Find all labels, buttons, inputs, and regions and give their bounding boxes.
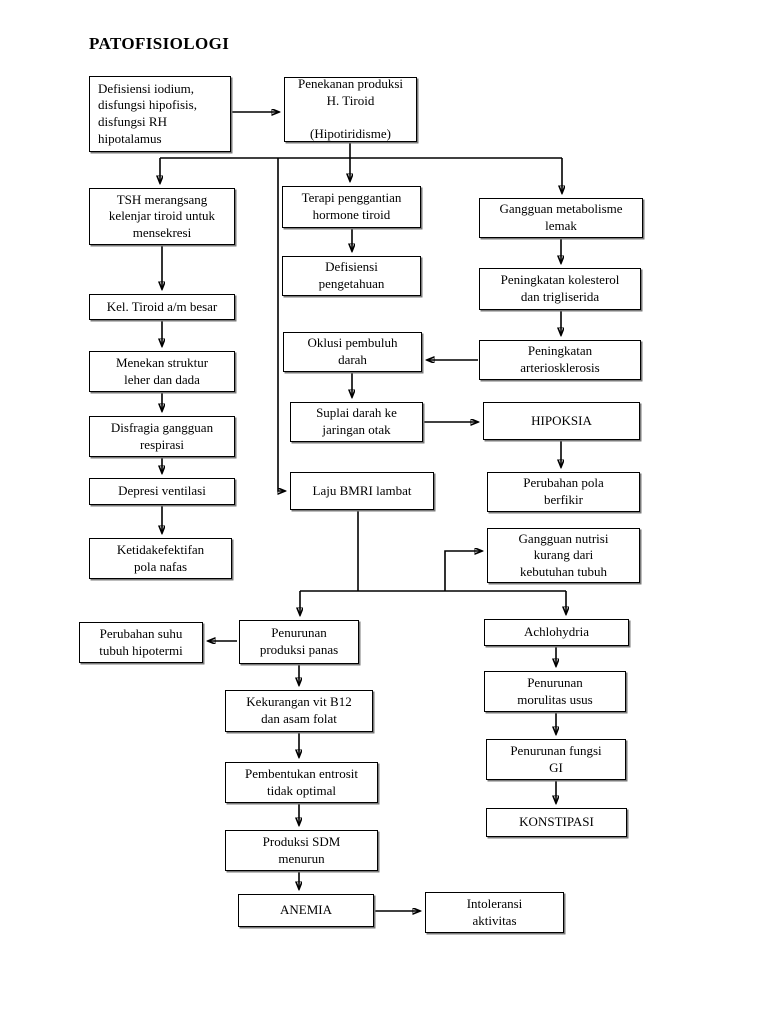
flowchart-node-n20[interactable]: Perubahan suhu tubuh hipotermi [79,622,203,663]
flowchart-node-label: Perubahan suhu tubuh hipotermi [99,625,183,658]
flowchart-node-label: Peningkatan kolesterol dan trigliserida [500,272,620,304]
flowchart-node-n16[interactable]: Peningkatan arteriosklerosis [479,340,641,380]
flowchart-node-label: Defisiensi iodium, disfungsi hipofisis, … [98,80,197,146]
flowchart-node-label: Laju BMRI lambat [312,482,412,498]
flowchart-node-n27[interactable]: Produksi SDM menurun [225,830,378,871]
flowchart-node-label: Gangguan metabolisme lemak [499,201,623,233]
flowchart-node-n14[interactable]: Gangguan metabolisme lemak [479,198,643,238]
flowchart-node-label: ANEMIA [280,902,332,918]
flowchart-node-label: TSH merangsang kelenjar tiroid untuk men… [108,191,216,240]
flowchart-node-label: Peningkatan arteriosklerosis [520,343,600,375]
flowchart-node-label: Penurunan morulitas usus [517,674,593,707]
flowchart-node-label: Achlohydria [524,624,589,640]
flowchart-node-n21[interactable]: Penurunan produksi panas [239,620,359,664]
flowchart-node-n19[interactable]: Gangguan nutrisi kurang dari kebutuhan t… [487,528,640,583]
flowchart-node-label: Terapi penggantian hormone tiroid [301,190,402,222]
flowchart-node-label: Suplai darah ke jaringan otak [316,405,397,437]
flowchart-node-n1[interactable]: Defisiensi iodium, disfungsi hipofisis, … [89,76,231,152]
flowchart-node-label: KONSTIPASI [519,814,594,830]
flowchart-node-n22[interactable]: Achlohydria [484,619,629,646]
flowchart-node-n24[interactable]: Penurunan morulitas usus [484,671,626,712]
flowchart-node-n13[interactable]: Laju BMRI lambat [290,472,434,510]
flowchart-node-n8[interactable]: Ketidakefektifan pola nafas [89,538,232,579]
flowchart-node-label: Disfragia gangguan respirasi [110,419,214,452]
flowchart-node-label: Oklusi pembuluh darah [307,335,398,367]
flowchart-node-label: Penurunan produksi panas [259,625,339,657]
flowchart-node-n25[interactable]: Pembentukan entrosit tidak optimal [225,762,378,803]
edge-bus-n19 [444,551,482,591]
flowchart-node-label: Kel. Tiroid a/m besar [106,298,218,314]
flowchart-node-n26[interactable]: Penurunan fungsi GI [486,739,626,780]
flowchart-node-label: Kekurangan vit B12 dan asam folat [246,694,352,726]
flowchart-node-n23[interactable]: Kekurangan vit B12 dan asam folat [225,690,373,732]
flowchart-node-n7[interactable]: Depresi ventilasi [89,478,235,505]
flowchart-node-label: Ketidakefektifan pola nafas [116,541,205,574]
flowchart-node-n28[interactable]: KONSTIPASI [486,808,627,837]
flowchart-node-label: Gangguan nutrisi kurang dari kebutuhan t… [518,530,609,579]
flowchart-node-n9[interactable]: Terapi penggantian hormone tiroid [282,186,421,228]
flowchart-node-n17[interactable]: HIPOKSIA [483,402,640,440]
flowchart-node-label: Penurunan fungsi GI [510,742,602,775]
flowchart-node-label: HIPOKSIA [531,412,592,428]
flowchart-node-n11[interactable]: Oklusi pembuluh darah [283,332,422,372]
flowchart-node-label: Produksi SDM menurun [262,833,341,866]
flowchart-node-n5[interactable]: Menekan struktur leher dan dada [89,351,235,392]
flowchart-node-n29[interactable]: ANEMIA [238,894,374,927]
flowchart-node-n10[interactable]: Defisiensi pengetahuan [282,256,421,296]
flowchart-node-n12[interactable]: Suplai darah ke jaringan otak [290,402,423,442]
flowchart-node-n2[interactable]: Penekanan produksi H. Tiroid (Hipotiridi… [284,76,417,142]
flowchart-node-n6[interactable]: Disfragia gangguan respirasi [89,416,235,457]
flowchart-node-n18[interactable]: Perubahan pola berfikir [487,472,640,512]
flowchart-node-label: Pembentukan entrosit tidak optimal [244,765,358,798]
flowchart-node-n3[interactable]: TSH merangsang kelenjar tiroid untuk men… [89,188,235,245]
flowchart-node-label: Defisiensi pengetahuan [318,259,385,291]
flowchart-node-label: Perubahan pola berfikir [523,475,604,507]
page-title: PATOFISIOLOGI [89,34,230,53]
flowchart-node-n30[interactable]: Intoleransi aktivitas [425,892,564,933]
flowchart-node-label: Intoleransi aktivitas [466,895,523,928]
flowchart-node-label: Penekanan produksi H. Tiroid (Hipotiridi… [297,76,404,142]
flowchart-node-label: Depresi ventilasi [118,483,206,499]
flowchart-node-label: Menekan struktur leher dan dada [115,354,209,387]
flowchart-node-n15[interactable]: Peningkatan kolesterol dan trigliserida [479,268,641,310]
flowchart-node-n4[interactable]: Kel. Tiroid a/m besar [89,294,235,320]
